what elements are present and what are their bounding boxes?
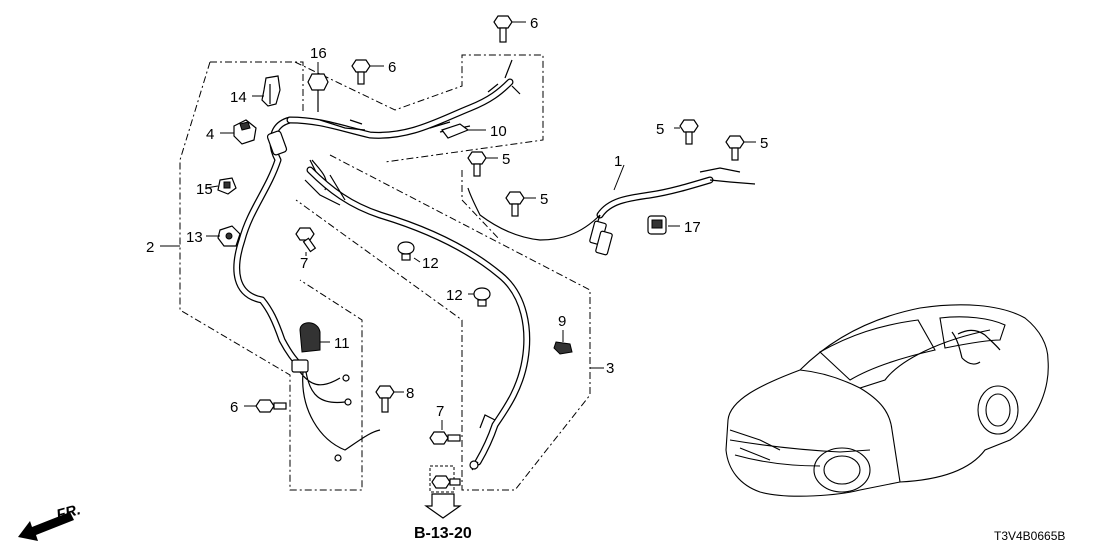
callout-6-c: 6 [230,399,238,416]
callout-9: 9 [558,313,566,330]
part-5-bolt-a [679,119,699,145]
reference-arrow [424,493,462,519]
group-outline-3 [295,154,591,491]
part-11-grommet [299,322,321,353]
part-7-bolt-lower [429,431,461,445]
diagram-code: T3V4B0665B [994,529,1065,543]
callout-5-b: 5 [760,135,768,152]
part-12-clip-upper [397,241,415,261]
callout-2: 2 [146,239,154,256]
callout-3: 3 [606,360,614,377]
callout-17: 17 [684,219,701,236]
harness-2 [233,59,521,462]
front-direction-arrow [18,512,74,541]
part-13-clip [217,225,241,247]
callout-12-a: 12 [422,255,439,272]
callout-14: 14 [230,89,247,106]
group-outline-1 [461,170,501,241]
car-locator-illustration [725,304,1049,497]
callout-4: 4 [206,126,214,143]
callout-11: 11 [334,335,350,352]
callout-5-a: 5 [656,121,664,138]
harness-1 [467,167,756,256]
callout-10: 10 [490,123,507,140]
callout-8: 8 [406,385,414,402]
callout-6-a: 6 [530,15,538,32]
callout-1: 1 [614,153,622,170]
part-6-bolt-mid [351,59,371,85]
leader-lines [160,21,756,430]
callout-labels: 1 2 3 4 5 5 5 5 6 6 6 7 7 8 9 10 11 12 1… [146,15,768,420]
part-9-clip [553,341,573,355]
harness-3 [304,159,531,471]
callout-6-b: 6 [388,59,396,76]
callout-16: 16 [310,45,327,62]
callout-12-b: 12 [446,287,463,304]
part-6-bolt-low [255,399,287,413]
part-7-bolt-upper [295,227,317,253]
part-5-bolt-c [467,151,487,177]
part-14-clip [261,75,281,107]
front-direction-label: FR. [55,501,83,524]
callout-5-d: 5 [540,191,548,208]
callout-5-c: 5 [502,151,510,168]
part-17-connector [647,215,667,235]
part-6-bolt-top [493,15,513,43]
part-15-clip [217,177,237,195]
part-10-clip [441,123,470,139]
part-4-clip [233,119,257,145]
part-16-nut [307,73,329,112]
callout-15: 15 [196,181,213,198]
part-5-bolt-b [725,135,745,161]
group-outline-2 [179,54,544,491]
part-ref-bolt [429,465,461,493]
part-12-clip-lower [473,287,491,307]
part-5-bolt-d [505,191,525,217]
callout-13: 13 [186,229,203,246]
callout-7-a: 7 [300,255,308,272]
reference-label[interactable]: B-13-20 [414,525,472,542]
callout-7-b: 7 [436,403,444,420]
part-8-bolt [375,385,395,413]
